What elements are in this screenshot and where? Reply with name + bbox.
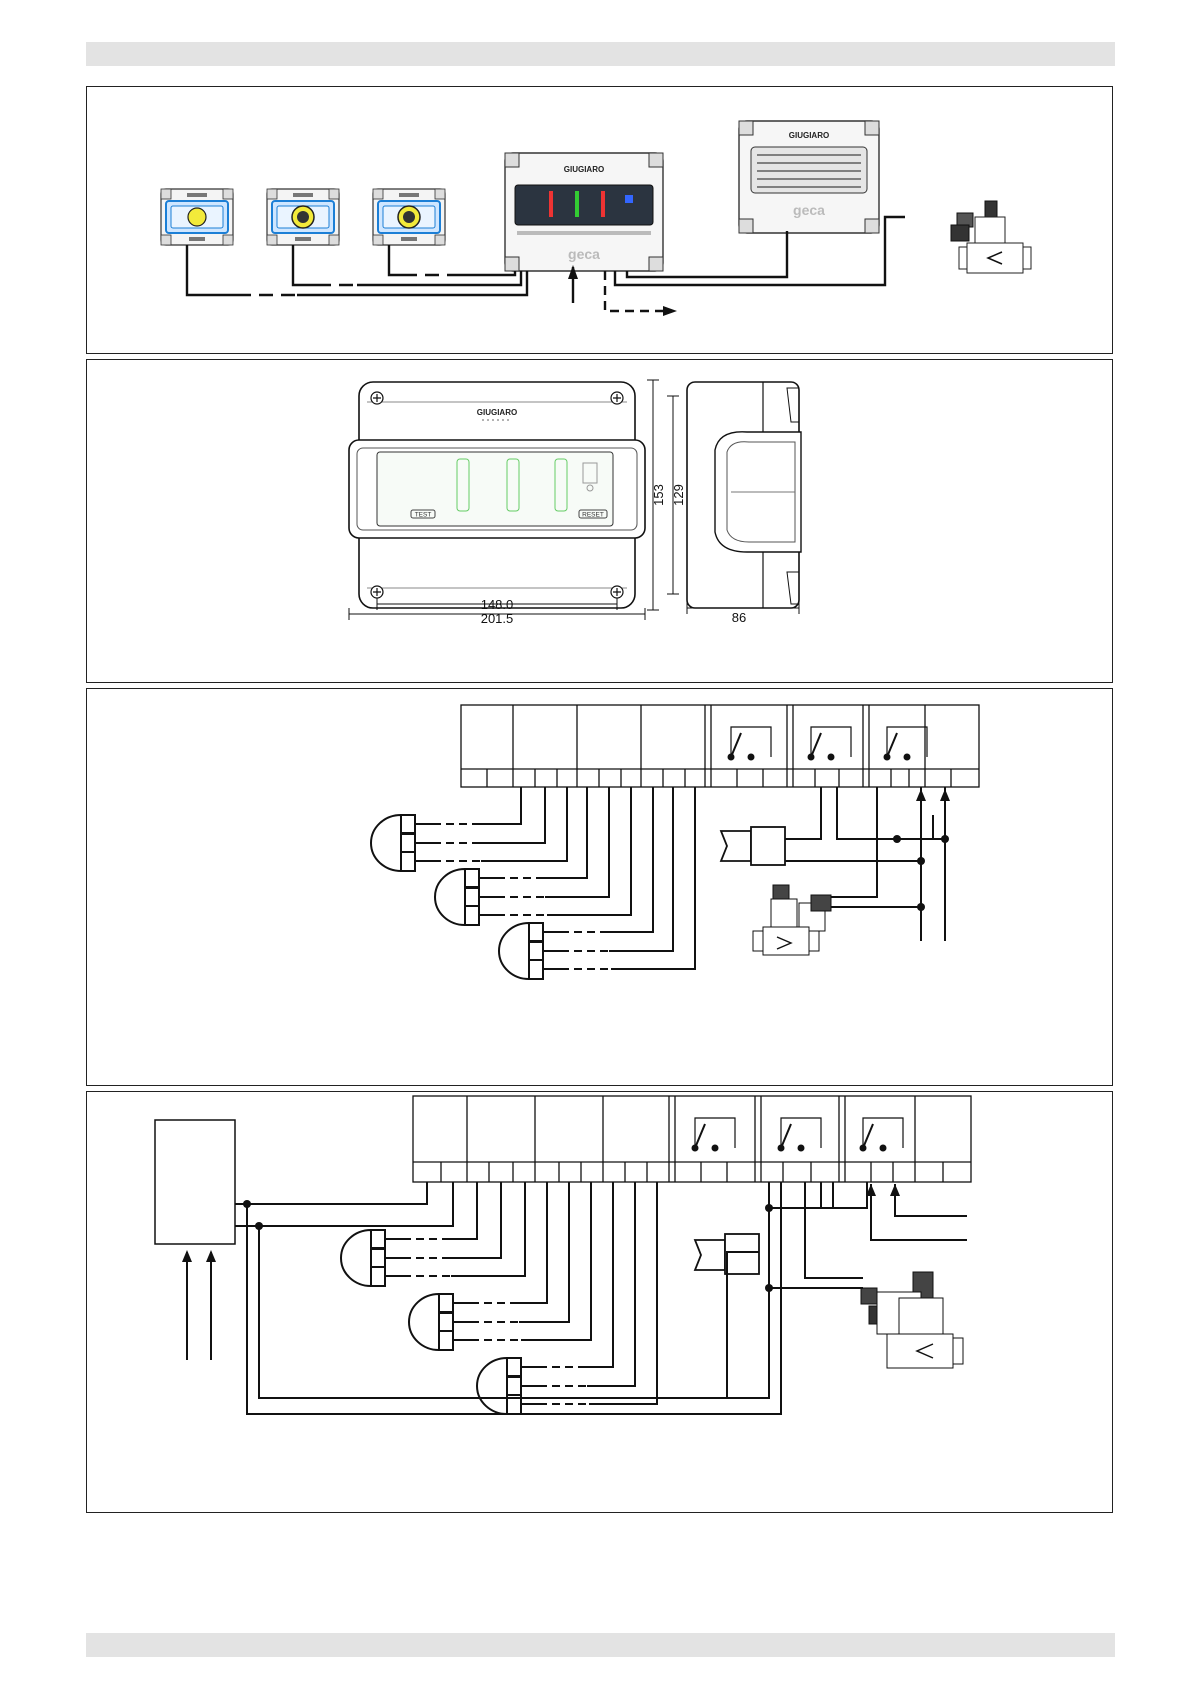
relay-3 xyxy=(860,1118,904,1152)
siren-unit-logo: geca xyxy=(793,202,825,218)
relay-2 xyxy=(778,1118,822,1152)
power-supply-unit xyxy=(155,1120,235,1244)
supply-input-lines xyxy=(187,1252,211,1360)
dim-inner-width: 148.0 xyxy=(481,597,514,612)
relay-1 xyxy=(692,1118,736,1152)
footer-bar xyxy=(86,1633,1115,1657)
solenoid-valve xyxy=(951,201,1031,273)
gas-sensor-1 xyxy=(161,189,233,245)
control-unit: GIUGIARO geca xyxy=(505,153,663,271)
detector-3 xyxy=(477,1358,521,1414)
dim-outer-width: 201.5 xyxy=(481,611,514,626)
wiring-diagram-1-panel xyxy=(86,688,1113,1086)
relay-2 xyxy=(808,727,852,761)
test-button-label: TEST xyxy=(415,512,432,519)
dimension-drawing-panel: TEST RESET GIUGIARO 148.0 201.5 153 129 xyxy=(86,359,1113,683)
terminal-block xyxy=(461,705,979,787)
solenoid-valve xyxy=(753,885,831,955)
output-wiring xyxy=(727,1182,867,1398)
terminal-block xyxy=(413,1096,971,1182)
detector-3 xyxy=(499,923,543,979)
gas-sensor-3 xyxy=(373,189,445,245)
system-overview-panel: GIUGIARO geca GIUGIARO geca xyxy=(86,86,1113,354)
system-overview-diagram: GIUGIARO geca GIUGIARO geca xyxy=(87,87,1112,353)
detector-2 xyxy=(435,869,479,925)
wiring-diagram-2-panel xyxy=(86,1091,1113,1513)
solenoid-valve xyxy=(861,1272,963,1368)
wiring-diagram-2 xyxy=(87,1092,1112,1512)
dim-depth: 86 xyxy=(732,610,746,625)
front-view-brand: GIUGIARO xyxy=(477,408,517,417)
dim-height-outer: 153 xyxy=(651,484,666,506)
remote-input-arrows xyxy=(866,1184,900,1196)
power-input-arrows xyxy=(916,789,950,801)
wiring-diagram-1 xyxy=(87,689,1112,1085)
enclosure-front-view: TEST RESET GIUGIARO xyxy=(349,382,645,608)
control-unit-brand: GIUGIARO xyxy=(564,165,604,174)
enclosure-side-view xyxy=(687,382,801,608)
reset-button-label: RESET xyxy=(582,512,604,519)
detector-1 xyxy=(371,815,415,871)
detector-2 xyxy=(409,1294,453,1350)
siren-unit-brand: GIUGIARO xyxy=(789,131,829,140)
gas-sensor-2 xyxy=(267,189,339,245)
siren-unit: GIUGIARO geca xyxy=(739,121,879,233)
relay-1 xyxy=(728,727,772,761)
detector-1 xyxy=(341,1230,385,1286)
remote-input-wiring xyxy=(871,1184,967,1240)
dim-height-inner: 129 xyxy=(671,484,686,506)
relay-3 xyxy=(884,727,928,761)
supply-input-arrows xyxy=(182,1250,216,1262)
dimension-drawing: TEST RESET GIUGIARO 148.0 201.5 153 129 xyxy=(87,360,1112,682)
siren xyxy=(721,827,785,865)
header-bar xyxy=(86,42,1115,66)
control-unit-logo: geca xyxy=(568,246,600,262)
